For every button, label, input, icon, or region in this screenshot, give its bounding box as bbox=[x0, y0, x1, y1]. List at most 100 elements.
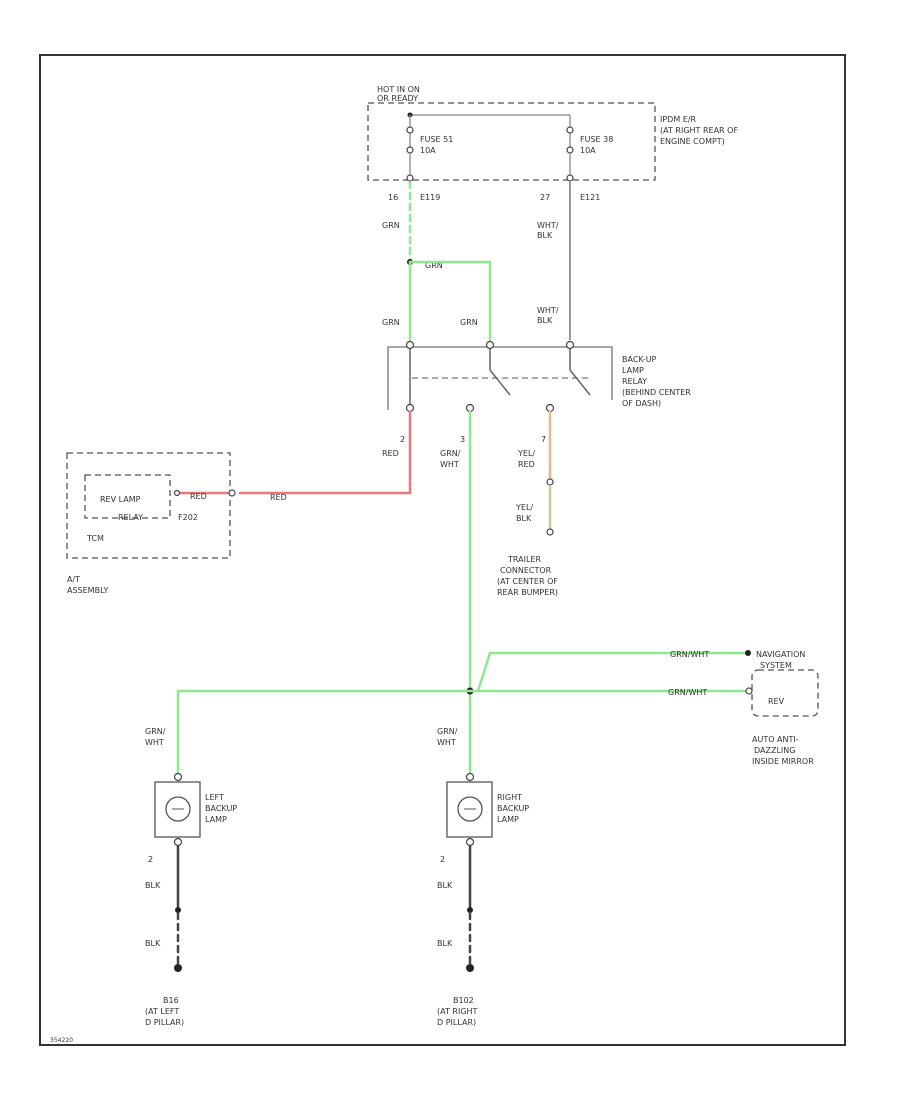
gnd-left-label-2: (AT LEFT bbox=[145, 1007, 179, 1016]
mirror-box bbox=[751, 669, 819, 717]
left-blk-splice bbox=[175, 907, 181, 913]
conn-e119 bbox=[406, 174, 414, 182]
wire-grn-wht-r-b: WHT bbox=[437, 738, 456, 747]
wire-grn-wht-l-a: GRN/ bbox=[145, 727, 166, 736]
relay-label-5: OF DASH) bbox=[622, 399, 661, 408]
relay-pin-1 bbox=[405, 340, 415, 350]
wire-wht-blk-1b: BLK bbox=[537, 231, 553, 240]
fuse38-label: FUSE 38 bbox=[580, 135, 613, 144]
wire-blk-l1-label: BLK bbox=[145, 881, 161, 890]
conn-e121 bbox=[566, 174, 574, 182]
wire-red-label: RED bbox=[382, 449, 399, 458]
right-pin-2-label: 2 bbox=[440, 855, 445, 864]
fuse51-bottom bbox=[406, 146, 414, 154]
ipdm-box bbox=[367, 102, 656, 181]
wire-grn-label-4: GRN bbox=[460, 318, 478, 327]
relay-label-1: BACK-UP bbox=[622, 355, 657, 364]
trailer-label-4: REAR BUMPER) bbox=[497, 588, 558, 597]
relay-label-2: LAMP bbox=[622, 366, 644, 375]
nav-terminal bbox=[745, 650, 751, 656]
mirror-label-3: INSIDE MIRROR bbox=[752, 757, 814, 766]
wire-grn-wht-l-b: WHT bbox=[145, 738, 164, 747]
tcm-label: TCM bbox=[86, 534, 104, 543]
rev-lamp-relay-box bbox=[84, 474, 171, 519]
right-ground-icon bbox=[466, 964, 474, 972]
left-lamp-label-2: BACKUP bbox=[205, 804, 237, 813]
fuse51-top bbox=[406, 126, 414, 134]
wire-yel-blk-b: BLK bbox=[516, 514, 532, 523]
relay-switch-a bbox=[489, 369, 511, 396]
pin-27: 27 bbox=[540, 193, 550, 202]
at-assy-label-1: A/T bbox=[67, 575, 80, 584]
or-ready-label: OR READY bbox=[377, 94, 418, 103]
wire-wht-blk-1a: WHT/ bbox=[537, 221, 559, 230]
wire-grn-wht-nav-label: GRN/WHT bbox=[670, 650, 709, 659]
fuse38-amp: 10A bbox=[580, 146, 596, 155]
footer-code: 354220 bbox=[50, 1037, 73, 1044]
left-lamp-pin-1 bbox=[173, 772, 183, 782]
conn-e121-label: E121 bbox=[580, 193, 600, 202]
nav-label-1: NAVIGATION bbox=[756, 650, 805, 659]
nav-label-2: SYSTEM bbox=[760, 661, 792, 670]
right-lamp-label-1: RIGHT bbox=[497, 793, 522, 802]
fuse38-top bbox=[566, 126, 574, 134]
wire-red-label-3: RED bbox=[270, 493, 287, 502]
trailer-conn-a bbox=[546, 478, 554, 486]
wire-grn-label-1: GRN bbox=[382, 221, 400, 230]
relay-pin-6 bbox=[565, 340, 575, 350]
conn-f202 bbox=[228, 489, 236, 497]
fuse38-bottom bbox=[566, 146, 574, 154]
rev-lamp-label-2: RELAY bbox=[118, 513, 143, 522]
wire-red-label-2: RED bbox=[190, 492, 207, 501]
wire-grn-label-2: GRN bbox=[425, 261, 443, 270]
left-lamp-pin-2 bbox=[173, 837, 183, 847]
relay-label-3: RELAY bbox=[622, 377, 647, 386]
relay-switch-b bbox=[569, 369, 591, 396]
wire-grn-wht-left bbox=[176, 689, 472, 775]
right-lamp-pin-2 bbox=[465, 837, 475, 847]
rev-lamp-label-1: REV LAMP bbox=[100, 495, 141, 504]
fuse51-amp: 10A bbox=[420, 146, 436, 155]
relay-pin-5 bbox=[485, 340, 495, 350]
mirror-terminal bbox=[745, 687, 753, 695]
conn-e119-label: E119 bbox=[420, 193, 440, 202]
wire-blk-l2-label: BLK bbox=[145, 939, 161, 948]
gnd-right-label-1: B102 bbox=[453, 996, 474, 1005]
wire-grn-label-3: GRN bbox=[382, 318, 400, 327]
left-lamp-label-3: LAMP bbox=[205, 815, 227, 824]
gnd-right-label-3: D PILLAR) bbox=[437, 1018, 476, 1027]
left-ground-icon bbox=[174, 964, 182, 972]
pin-3-label: 3 bbox=[460, 435, 465, 444]
trailer-label-3: (AT CENTER OF bbox=[497, 577, 558, 586]
mirror-label-2: DAZZLING bbox=[754, 746, 795, 755]
wire-wht-blk-2a: WHT/ bbox=[537, 306, 559, 315]
pin-16: 16 bbox=[388, 193, 398, 202]
relay-pin-2 bbox=[405, 403, 415, 413]
diagram-frame bbox=[39, 54, 846, 1046]
pin-2-label: 2 bbox=[400, 435, 405, 444]
ipdm-label-3: ENGINE COMPT) bbox=[660, 137, 725, 146]
gnd-left-label-3: D PILLAR) bbox=[145, 1018, 184, 1027]
right-lamp-pin-1 bbox=[465, 772, 475, 782]
right-blk-splice bbox=[467, 907, 473, 913]
wire-grn-wht-nav bbox=[476, 651, 747, 693]
relay-pin-3 bbox=[465, 403, 475, 413]
wire-grn-wht-r-a: GRN/ bbox=[437, 727, 458, 736]
relay-pin-7 bbox=[545, 403, 555, 413]
trailer-conn-b bbox=[546, 528, 554, 536]
right-lamp-label-3: LAMP bbox=[497, 815, 519, 824]
trailer-label-1: TRAILER bbox=[507, 555, 541, 564]
ipdm-label-1: IPDM E/R bbox=[660, 115, 697, 124]
trailer-label-2: CONNECTOR bbox=[500, 566, 552, 575]
tcm-pin bbox=[173, 489, 181, 497]
relay-label-4: (BEHIND CENTER bbox=[622, 388, 691, 397]
wire-yel-red-a: YEL/ bbox=[517, 449, 535, 458]
fuse51-label: FUSE 51 bbox=[420, 135, 453, 144]
hot-in-on-label: HOT IN ON bbox=[377, 85, 420, 94]
left-lamp-label-1: LEFT bbox=[205, 793, 224, 802]
wire-grn-wht-a: GRN/ bbox=[440, 449, 461, 458]
relay-body bbox=[387, 346, 613, 410]
wire-grn-wht-mir-label: GRN/WHT bbox=[668, 688, 707, 697]
right-lamp-label-2: BACKUP bbox=[497, 804, 529, 813]
